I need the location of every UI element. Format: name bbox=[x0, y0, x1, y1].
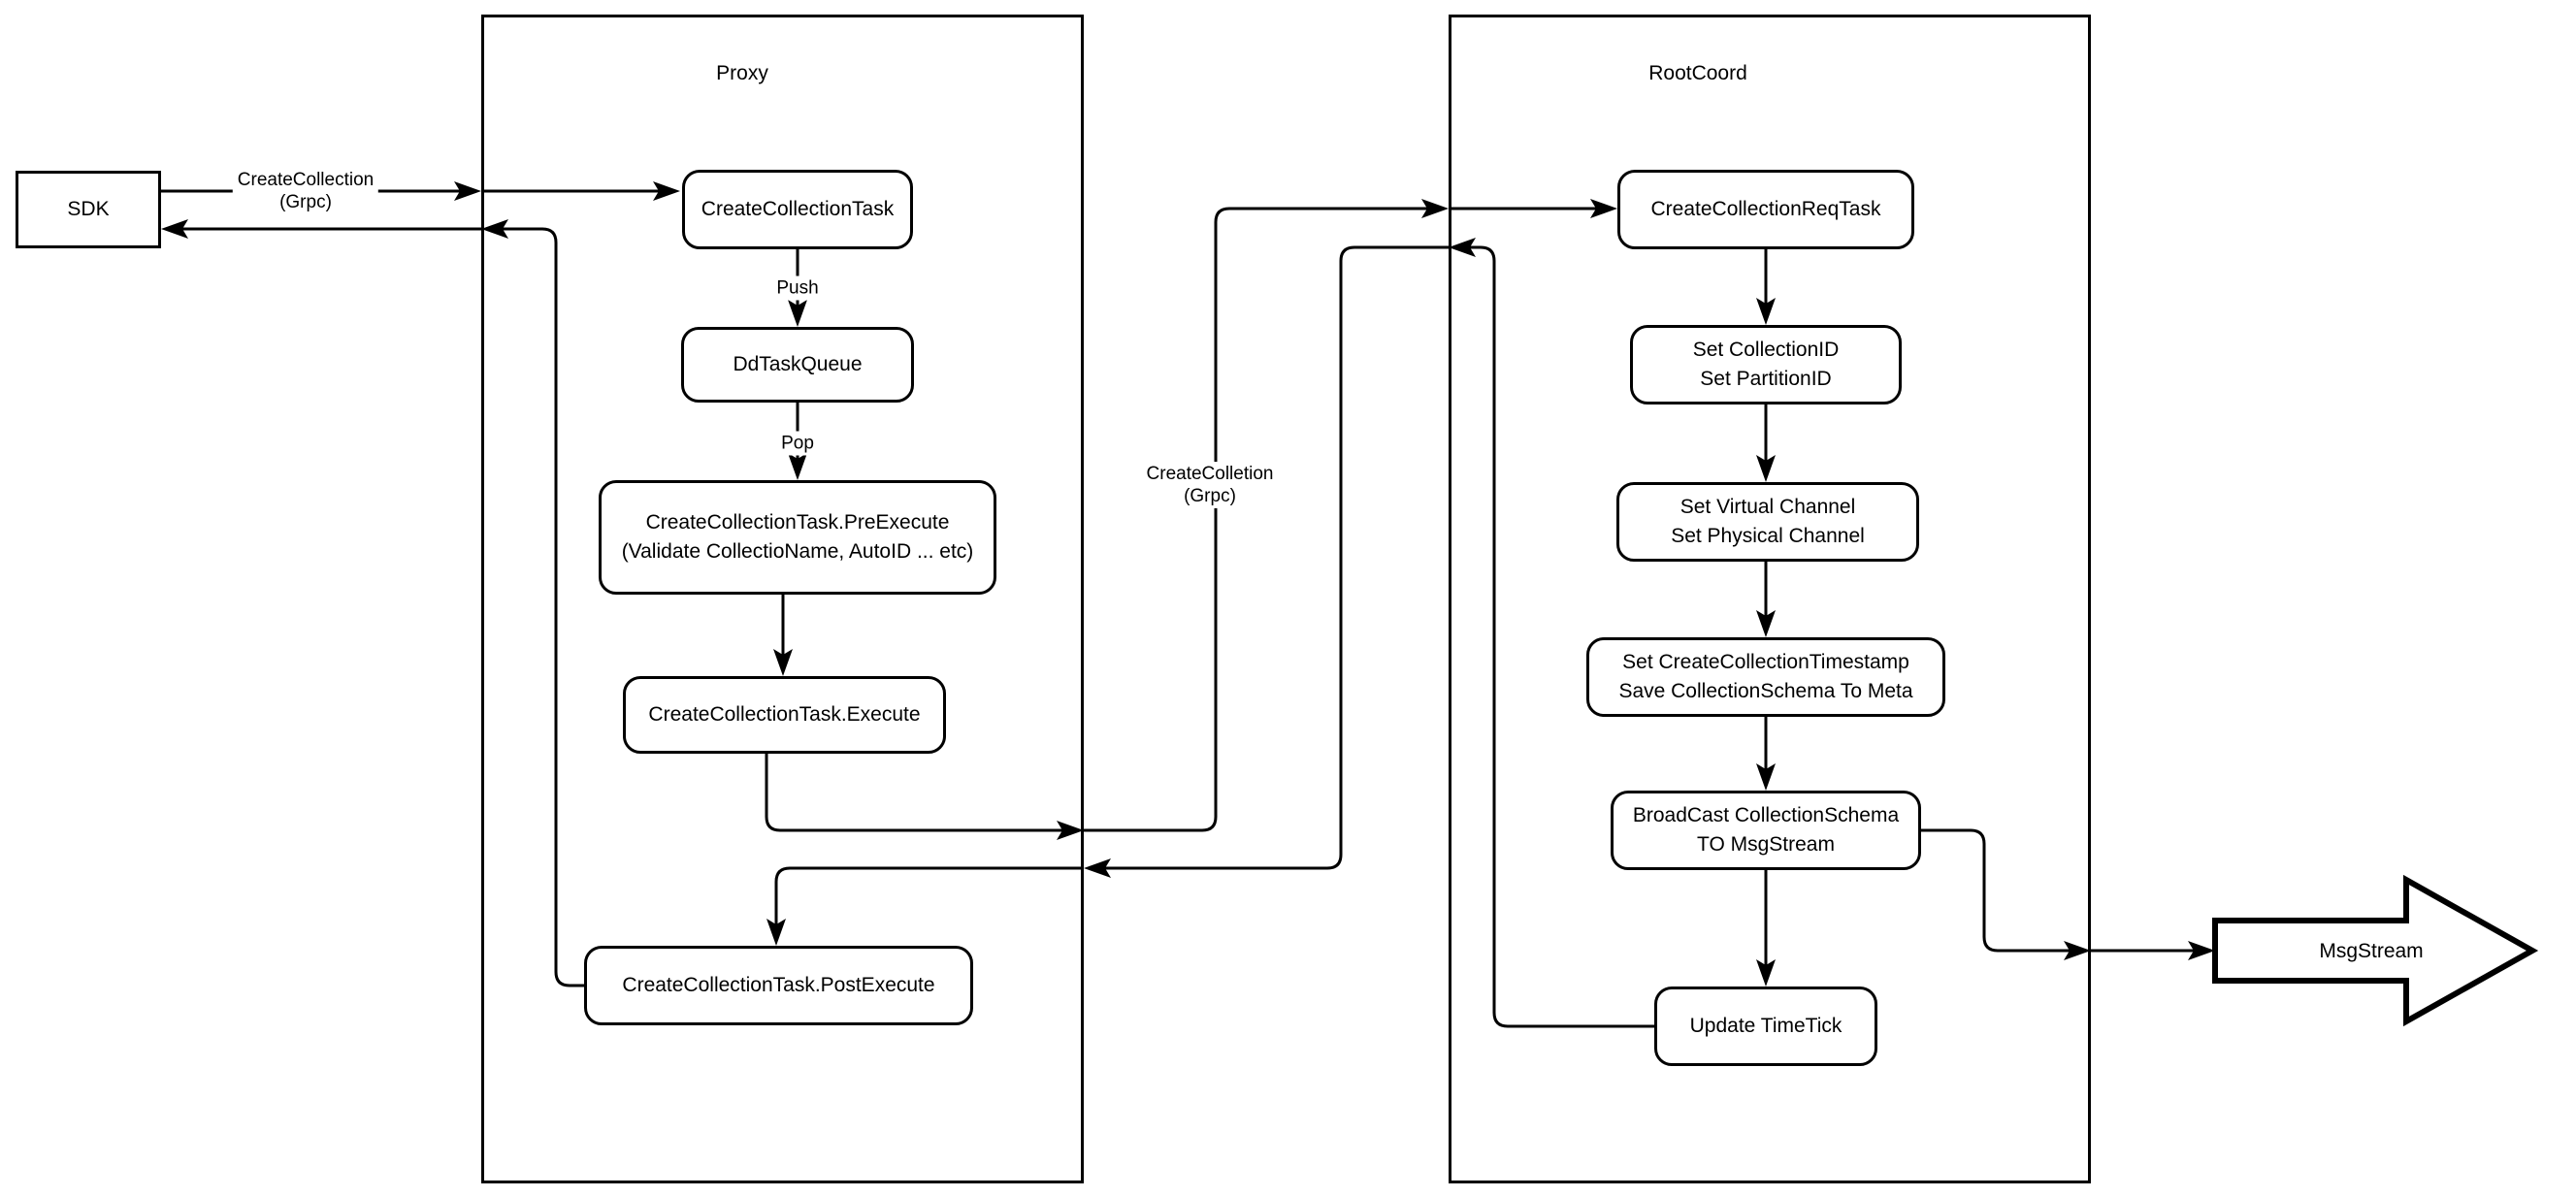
node-label-line2: Set PartitionID bbox=[1700, 368, 1832, 390]
arrowhead bbox=[1756, 763, 1776, 791]
msgstream-label: MsgStream bbox=[2319, 940, 2424, 962]
node-label-line2: Set Physical Channel bbox=[1671, 525, 1865, 547]
arrowhead bbox=[1756, 455, 1776, 482]
node-set-timestamp: Set CreateCollectionTimestamp Save Colle… bbox=[1586, 637, 1945, 717]
node-set-collection-id: Set CollectionID Set PartitionID bbox=[1630, 325, 1902, 404]
node-label: CreateCollectionReqTask bbox=[1650, 198, 1881, 220]
arrowhead bbox=[788, 300, 807, 327]
rootcoord-title: RootCoord bbox=[1648, 62, 1747, 84]
edge-proxy-to-rootcoord bbox=[1084, 207, 1437, 832]
node-label: CreateCollectionTask.Execute bbox=[648, 703, 921, 726]
edge-label-create-colletion-grpc: CreateColletion (Grpc) bbox=[1141, 462, 1279, 508]
arrowhead bbox=[2064, 941, 2091, 960]
node-label: CreateCollectionTask bbox=[701, 198, 895, 220]
node-label-line1: CreateCollectionTask.PreExecute bbox=[645, 511, 950, 534]
edge-postexecute-to-border bbox=[493, 227, 584, 987]
arrowhead bbox=[773, 649, 793, 676]
edge-broadcast-to-msgstream bbox=[1921, 828, 2079, 953]
arrowhead bbox=[1449, 238, 1476, 257]
proxy-container bbox=[481, 15, 1084, 1183]
edge-label-pop: Pop bbox=[776, 431, 819, 456]
node-pre-execute: CreateCollectionTask.PreExecute (Validat… bbox=[599, 480, 996, 595]
edge-label-create-collection-grpc: CreateCollection (Grpc) bbox=[232, 168, 379, 214]
arrowhead bbox=[1590, 199, 1617, 218]
arrowhead bbox=[454, 181, 481, 201]
node-sdk: SDK bbox=[16, 171, 161, 248]
arrowhead bbox=[766, 919, 786, 946]
arrowhead bbox=[481, 219, 508, 239]
edge-label-push: Push bbox=[771, 275, 824, 301]
arrowhead bbox=[2188, 941, 2215, 960]
arrowhead bbox=[1057, 821, 1084, 840]
node-label-line2: TO MsgStream bbox=[1697, 833, 1835, 856]
node-update-timetick: Update TimeTick bbox=[1654, 987, 1877, 1066]
node-label: Update TimeTick bbox=[1689, 1015, 1842, 1037]
node-label: DdTaskQueue bbox=[733, 353, 863, 375]
node-dd-task-queue: DdTaskQueue bbox=[681, 327, 914, 403]
node-label-line1: Set CollectionID bbox=[1692, 339, 1840, 361]
node-execute: CreateCollectionTask.Execute bbox=[623, 676, 946, 754]
rootcoord-container bbox=[1449, 15, 2091, 1183]
arrowhead bbox=[1756, 610, 1776, 637]
msgstream-arrow-shape bbox=[2212, 874, 2539, 1027]
arrowhead bbox=[1421, 199, 1449, 218]
node-label-line1: Set CreateCollectionTimestamp bbox=[1622, 651, 1909, 673]
node-label: CreateCollectionTask.PostExecute bbox=[622, 974, 935, 996]
arrowhead bbox=[788, 453, 807, 480]
edge-timetick-to-border bbox=[1460, 245, 1654, 1028]
arrowhead bbox=[1756, 298, 1776, 325]
edge-label-line1: CreateCollection bbox=[237, 170, 375, 190]
node-broadcast-schema: BroadCast CollectionSchema TO MsgStream bbox=[1611, 791, 1921, 870]
node-post-execute: CreateCollectionTask.PostExecute bbox=[584, 946, 973, 1025]
edge-label-line1: CreateColletion bbox=[1146, 464, 1274, 484]
edge-label-line2: (Grpc) bbox=[1184, 486, 1236, 506]
node-create-collection-req-task: CreateCollectionReqTask bbox=[1617, 170, 1914, 249]
node-set-channels: Set Virtual Channel Set Physical Channel bbox=[1616, 482, 1919, 562]
node-label-line1: Set Virtual Channel bbox=[1679, 496, 1856, 518]
arrowhead bbox=[161, 219, 188, 239]
edge-rootcoord-to-proxy-return bbox=[1095, 245, 1449, 870]
node-label-line2: Save CollectionSchema To Meta bbox=[1618, 680, 1913, 702]
node-label-line1: BroadCast CollectionSchema bbox=[1632, 804, 1900, 826]
node-create-collection-task: CreateCollectionTask bbox=[682, 170, 913, 249]
node-label: SDK bbox=[67, 198, 110, 220]
arrowhead bbox=[653, 181, 680, 201]
node-label-line2: (Validate CollectioName, AutoID ... etc) bbox=[621, 540, 974, 563]
arrowhead bbox=[1756, 959, 1776, 987]
proxy-title: Proxy bbox=[716, 62, 768, 84]
edge-execute-to-border bbox=[765, 754, 1072, 832]
arrowhead bbox=[1084, 858, 1111, 878]
edge-label-line2: (Grpc) bbox=[279, 192, 332, 212]
edge-border-to-postexecute bbox=[774, 866, 1084, 934]
